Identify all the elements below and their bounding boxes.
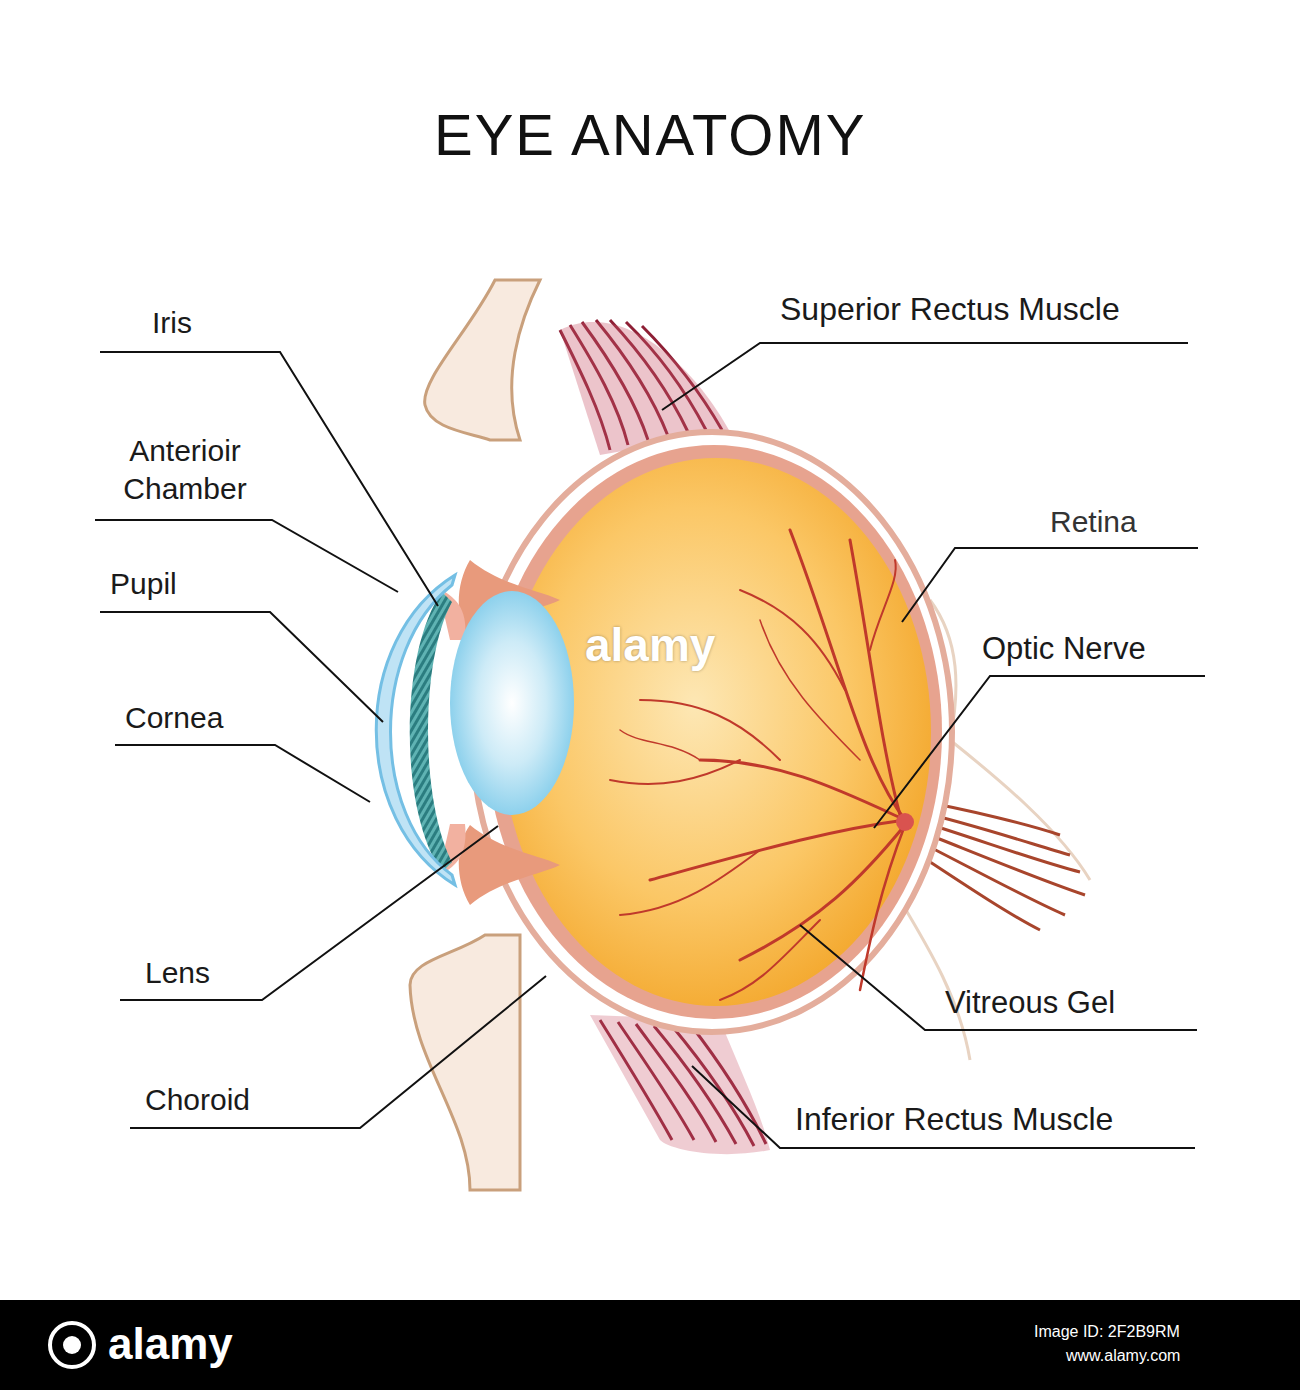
cornea-shape: [376, 575, 455, 885]
part-label: Anterioir Chamber: [95, 432, 275, 507]
part-label: Pupil: [110, 566, 177, 602]
lens-shape: [450, 591, 574, 815]
watermark: alamy: [585, 618, 715, 673]
part-label: Retina: [1050, 504, 1137, 540]
part-label: Lens: [145, 955, 210, 991]
part-label: Vitreous Gel: [945, 984, 1115, 1021]
image-id: Image ID: 2F2B9RM: [1034, 1322, 1180, 1341]
blood-vessels: [610, 530, 905, 1000]
skin-contour: [900, 900, 970, 1060]
logo-icon: [50, 1323, 94, 1367]
diagram-title: EYE ANATOMY: [434, 100, 866, 170]
inferior-rectus-muscle: [590, 1015, 770, 1154]
part-label: Superior Rectus Muscle: [780, 290, 1120, 328]
footer-bar: [0, 1300, 1300, 1390]
footer-brand: alamy: [108, 1318, 233, 1371]
leader-lines: [95, 343, 1205, 1148]
ciliary-body: [459, 825, 560, 905]
part-label: Inferior Rectus Muscle: [795, 1100, 1113, 1138]
lower-eyelid: [410, 935, 520, 1190]
part-label: Cornea: [125, 700, 223, 736]
part-label: Optic Nerve: [982, 630, 1146, 667]
part-label: Choroid: [145, 1082, 250, 1118]
optic-disc: [896, 813, 914, 831]
part-label: Iris: [152, 305, 192, 341]
footer-url: www.alamy.com: [1066, 1346, 1180, 1365]
upper-eyelid: [425, 280, 540, 440]
anterior-chamber: [410, 592, 452, 872]
